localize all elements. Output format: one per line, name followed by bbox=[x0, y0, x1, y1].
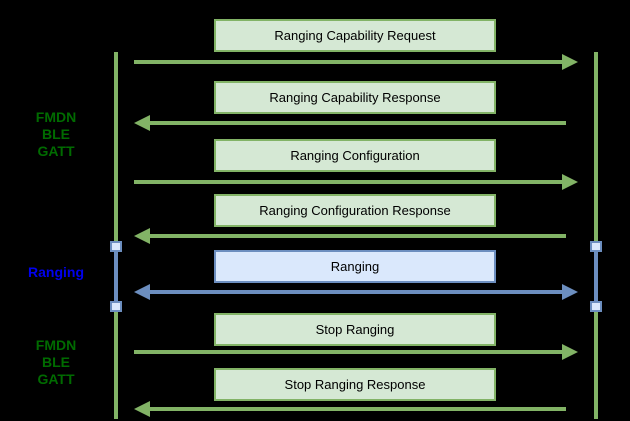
side-label-line: GATT bbox=[37, 143, 75, 159]
side-label-line: BLE bbox=[42, 126, 70, 142]
arrow-shaft bbox=[148, 121, 566, 125]
arrow-stop-ranging-response bbox=[134, 401, 578, 417]
arrow-ranging-capability-request bbox=[134, 54, 578, 70]
side-label-line: GATT bbox=[37, 371, 75, 387]
arrowhead-left-icon bbox=[134, 115, 150, 131]
arrowhead-left-icon bbox=[134, 284, 150, 300]
arrow-ranging-configuration-response bbox=[134, 228, 578, 244]
message-box-ranging-capability-response: Ranging Capability Response bbox=[214, 81, 496, 114]
message-box-ranging-configuration: Ranging Configuration bbox=[214, 139, 496, 172]
side-label-line: BLE bbox=[42, 354, 70, 370]
arrow-shaft bbox=[148, 234, 566, 238]
arrow-shaft bbox=[134, 180, 564, 184]
arrow-shaft bbox=[134, 60, 564, 64]
ranging-start-marker bbox=[110, 241, 122, 252]
lifeline-ranging-segment bbox=[114, 242, 118, 307]
message-box-ranging-capability-request: Ranging Capability Request bbox=[214, 19, 496, 52]
arrowhead-right-icon bbox=[562, 284, 578, 300]
message-box-ranging: Ranging bbox=[214, 250, 496, 283]
lifeline-right bbox=[590, 52, 602, 419]
side-label-ranging: Ranging bbox=[28, 264, 84, 280]
side-label-line: FMDN bbox=[35, 337, 77, 353]
arrowhead-left-icon bbox=[134, 228, 150, 244]
arrow-shaft bbox=[148, 407, 566, 411]
arrow-shaft bbox=[148, 290, 564, 294]
side-label-fmdn-ble-gatt-bottom: FMDN BLE GATT bbox=[0, 337, 112, 388]
lifeline-left bbox=[110, 52, 122, 419]
arrow-stop-ranging bbox=[134, 344, 578, 360]
ranging-start-marker bbox=[590, 241, 602, 252]
lifeline-ranging-segment bbox=[594, 242, 598, 307]
arrowhead-left-icon bbox=[134, 401, 150, 417]
arrow-shaft bbox=[134, 350, 564, 354]
message-box-ranging-configuration-response: Ranging Configuration Response bbox=[214, 194, 496, 227]
message-box-stop-ranging: Stop Ranging bbox=[214, 313, 496, 346]
arrowhead-right-icon bbox=[562, 174, 578, 190]
side-label-line: FMDN bbox=[35, 109, 77, 125]
arrow-ranging-capability-response bbox=[134, 115, 578, 131]
arrowhead-right-icon bbox=[562, 54, 578, 70]
side-label-fmdn-ble-gatt-top: FMDN BLE GATT bbox=[0, 109, 112, 160]
arrow-ranging-bidirectional bbox=[134, 284, 578, 300]
arrowhead-right-icon bbox=[562, 344, 578, 360]
ranging-end-marker bbox=[590, 301, 602, 312]
message-box-stop-ranging-response: Stop Ranging Response bbox=[214, 368, 496, 401]
arrow-ranging-configuration bbox=[134, 174, 578, 190]
ranging-end-marker bbox=[110, 301, 122, 312]
